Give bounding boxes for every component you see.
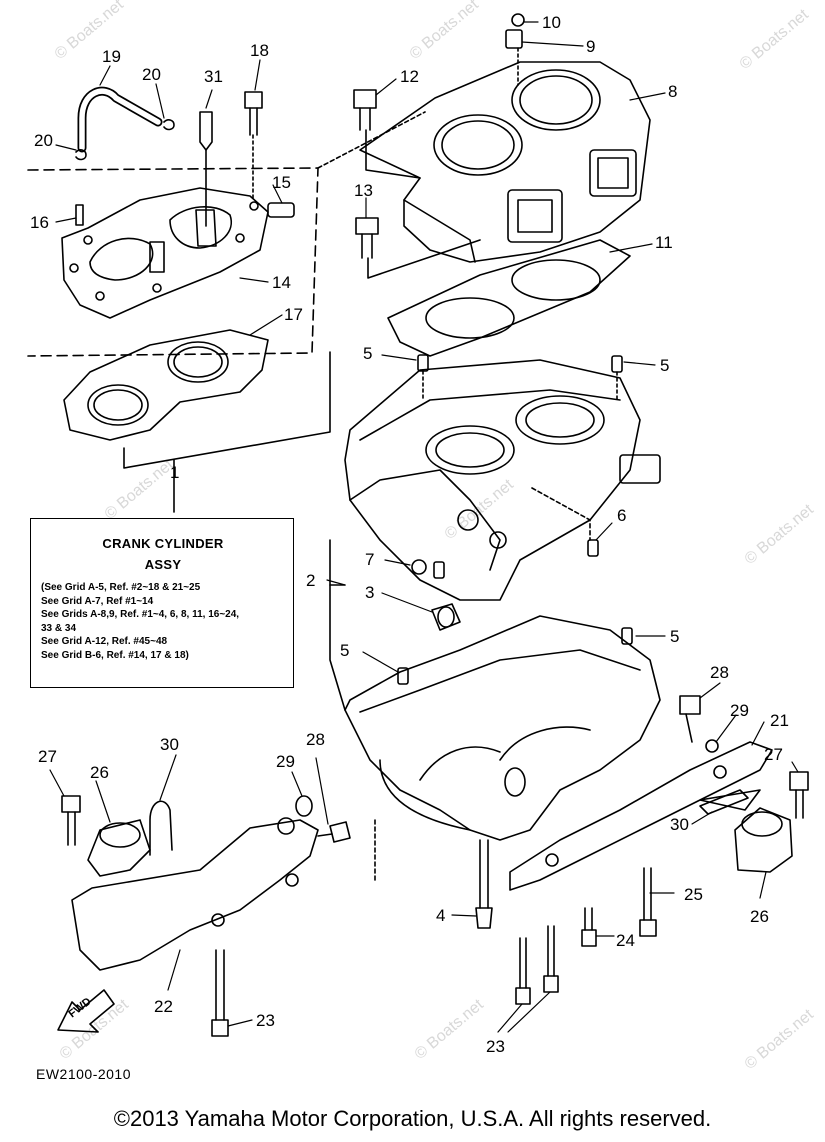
callout-15: 15 xyxy=(272,173,291,192)
callout-25: 25 xyxy=(684,885,703,904)
callout-22: 22 xyxy=(154,997,173,1016)
callout-26: 26 xyxy=(750,907,769,926)
callout-11: 11 xyxy=(655,233,673,252)
callout-5: 5 xyxy=(660,356,669,375)
callout-17: 17 xyxy=(284,305,303,324)
assy-note: 33 & 34 xyxy=(41,622,77,634)
fwd-arrow-label: FWD xyxy=(66,995,93,1020)
callout-1: 1 xyxy=(170,463,179,482)
callout-10: 10 xyxy=(542,13,561,32)
callout-7: 7 xyxy=(365,550,374,569)
callout-14: 14 xyxy=(272,273,291,292)
watermark: © Boats.net xyxy=(742,1006,818,1073)
callout-8: 8 xyxy=(668,82,677,101)
copyright-notice: ©2013 Yamaha Motor Corporation, U.S.A. A… xyxy=(113,1106,712,1131)
callout-3: 3 xyxy=(365,583,374,602)
callout-27: 27 xyxy=(38,747,57,766)
watermark: © Boats.net xyxy=(412,996,488,1063)
engine-mounts xyxy=(57,695,809,1037)
assy-note: See Grids A-8,9, Ref. #1~4, 6, 8, 11, 16… xyxy=(41,609,240,621)
callout-13: 13 xyxy=(354,181,373,200)
callout-4: 4 xyxy=(436,906,445,925)
diagram-code: EW2100-2010 xyxy=(36,1066,132,1082)
callout-5: 5 xyxy=(340,641,349,660)
callout-28: 28 xyxy=(306,730,325,749)
callout-30: 30 xyxy=(670,815,689,834)
callout-16: 16 xyxy=(30,213,49,232)
callout-19: 19 xyxy=(102,47,121,66)
part-callouts: 1 2 3 4 5 5 5 5 6 7 8 9 10 11 12 13 14 1… xyxy=(30,13,789,1056)
assy-note: See Grid B-6, Ref. #14, 17 & 18) xyxy=(41,649,189,661)
callout-29: 29 xyxy=(276,752,295,771)
watermark: © Boats.net xyxy=(737,6,813,73)
assy-title-line1: CRANK CYLINDER xyxy=(102,536,224,551)
assy-note: See Grid A-7, Ref #1~14 xyxy=(41,595,154,607)
callout-5: 5 xyxy=(670,627,679,646)
leader-lines xyxy=(49,21,799,1033)
assy-title: CRANK CYLINDER ASSY xyxy=(41,533,285,575)
watermark: © Boats.net xyxy=(442,476,518,543)
cylinder-block xyxy=(317,13,651,357)
callout-23: 23 xyxy=(256,1011,275,1030)
callout-29: 29 xyxy=(730,701,749,720)
callout-5: 5 xyxy=(363,344,372,363)
lower-crankcase xyxy=(329,539,661,929)
callout-9: 9 xyxy=(586,37,595,56)
callout-28: 28 xyxy=(710,663,729,682)
watermark: © Boats.net xyxy=(742,501,818,568)
cylinder-head-group xyxy=(27,86,331,513)
assy-notes: (See Grid A-5, Ref. #2~18 & 21~25 See Gr… xyxy=(41,581,285,663)
callout-18: 18 xyxy=(250,41,269,60)
upper-crankcase xyxy=(344,354,661,631)
callout-23: 23 xyxy=(486,1037,505,1056)
callout-20: 20 xyxy=(34,131,53,150)
callout-24: 24 xyxy=(616,931,635,950)
callout-20: 20 xyxy=(142,65,161,84)
callout-12: 12 xyxy=(400,67,419,86)
watermark: © Boats.net xyxy=(407,0,483,63)
callout-30: 30 xyxy=(160,735,179,754)
callout-6: 6 xyxy=(617,506,626,525)
callout-2: 2 xyxy=(306,571,315,590)
callout-27: 27 xyxy=(764,745,783,764)
callout-31: 31 xyxy=(204,67,223,86)
callout-21: 21 xyxy=(770,711,789,730)
crank-cylinder-assy-box: CRANK CYLINDER ASSY (See Grid A-5, Ref. … xyxy=(30,518,294,688)
callout-26: 26 xyxy=(90,763,109,782)
assy-title-line2: ASSY xyxy=(144,557,182,572)
assy-note: See Grid A-12, Ref. #45~48 xyxy=(41,636,168,648)
assy-note: (See Grid A-5, Ref. #2~18 & 21~25 xyxy=(41,582,201,593)
